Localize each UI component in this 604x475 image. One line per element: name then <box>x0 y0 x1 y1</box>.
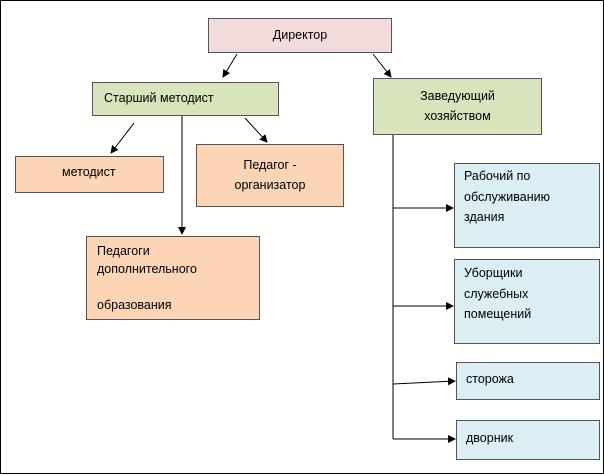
node-additional-education: Педагоги дополнительного образования <box>86 236 260 320</box>
arrow-senior-to-methodist <box>110 122 135 154</box>
node-senior-methodist-label: Старший методист <box>104 91 214 106</box>
node-cleaners-label: Уборщики служебных помещений <box>464 266 532 322</box>
node-pedagogue-organizer-label: Педагог - организатор <box>234 158 306 192</box>
node-pedagogue-organizer: Педагог - организатор <box>196 144 344 207</box>
node-director-label: Директор <box>272 27 328 42</box>
node-senior-methodist: Старший методист <box>92 82 279 116</box>
node-household-head: Заведующий хозяйством <box>373 78 542 135</box>
node-janitor: дворник <box>456 420 600 460</box>
node-cleaners: Уборщики служебных помещений <box>454 259 600 344</box>
node-director: Директор <box>208 18 392 53</box>
node-maintenance-worker-label: Рабочий по обслуживанию здания <box>464 169 550 225</box>
node-watchmen: сторожа <box>456 362 600 400</box>
node-methodist-label: методист <box>62 165 116 179</box>
node-maintenance-worker: Рабочий по обслуживанию здания <box>454 163 600 248</box>
node-watchmen-label: сторожа <box>466 372 514 386</box>
arrow-director-to-senior-methodist <box>222 53 238 78</box>
node-additional-education-label: Педагоги дополнительного образования <box>97 244 197 313</box>
arrow-director-to-household-head <box>372 53 392 78</box>
node-methodist: методист <box>15 156 164 193</box>
node-household-head-label: Заведующий хозяйством <box>420 89 495 123</box>
node-janitor-label: дворник <box>466 431 514 445</box>
arrow-to-watchmen <box>392 377 456 386</box>
arrow-senior-to-pedagogue-organizer <box>244 117 268 143</box>
